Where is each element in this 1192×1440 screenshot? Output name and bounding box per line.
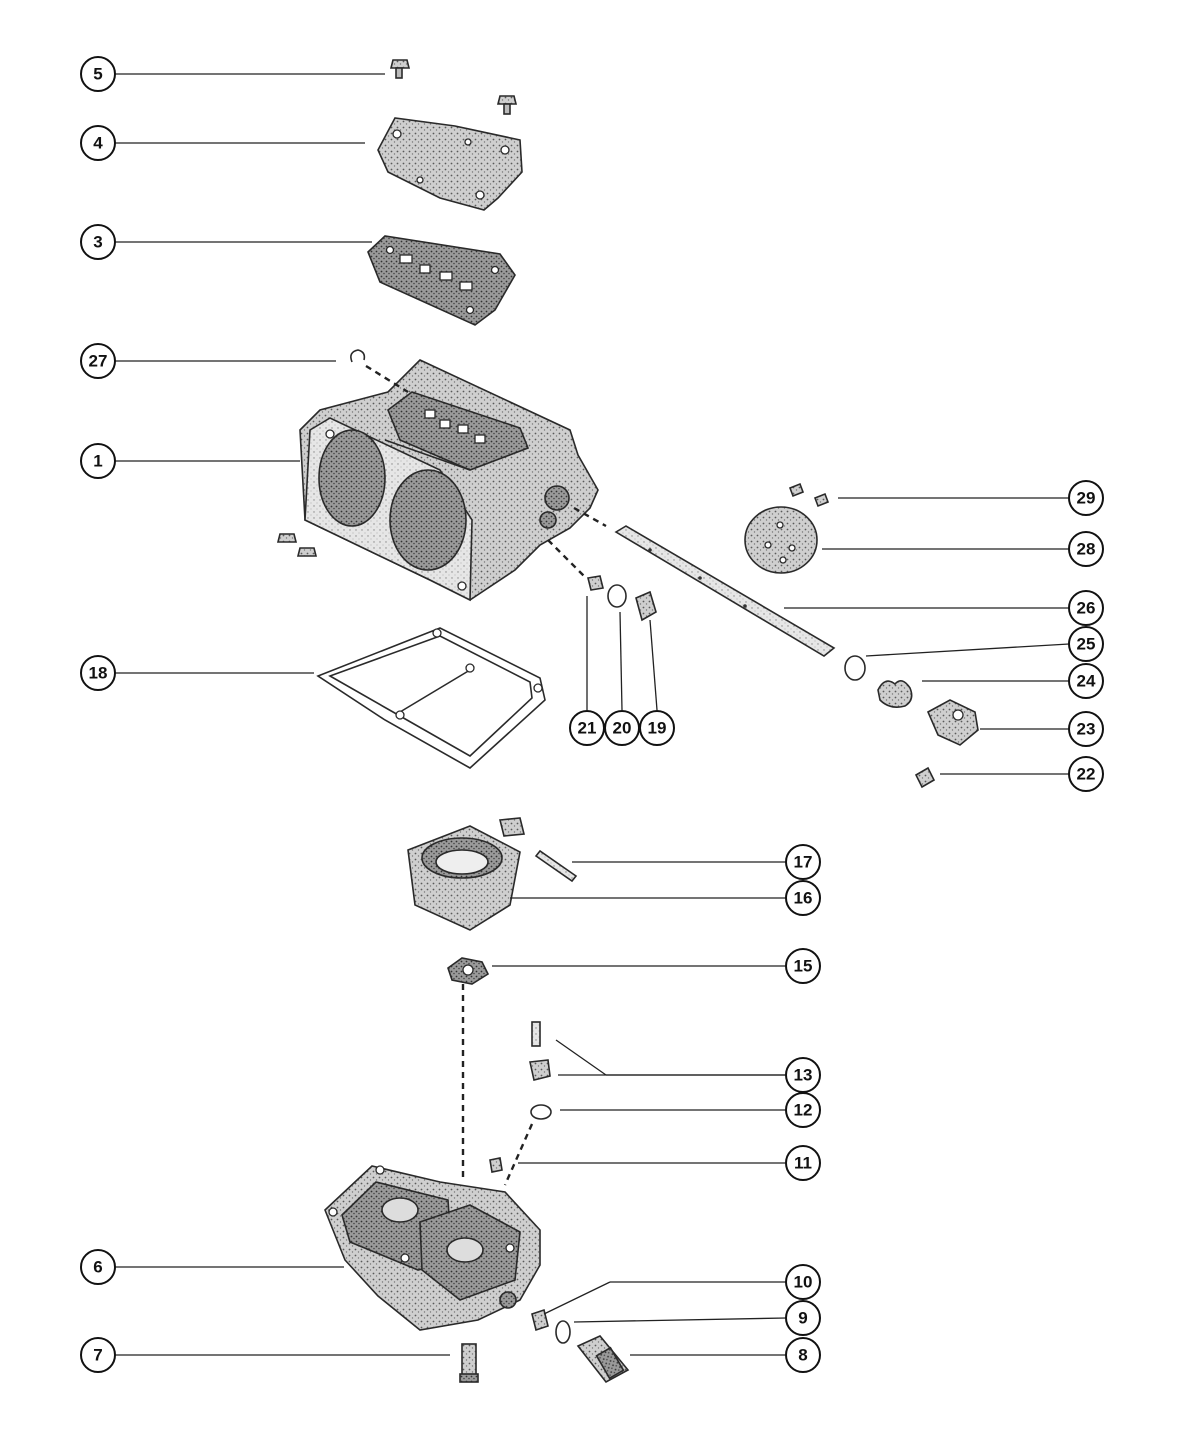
callout-label: 10 [794,1273,813,1292]
part-screw-22 [914,766,936,789]
callout-27: 27 [80,343,116,379]
assembly-dashed-lines [365,364,607,1186]
callout-label: 11 [794,1154,812,1173]
callout-23: 23 [1068,711,1104,747]
part-spring-24 [877,680,913,708]
part-cover-plate [377,117,523,211]
part-throttle-shaft [614,525,836,657]
part-plug-19 [635,590,657,622]
callout-label: 15 [794,957,813,976]
part-screws-29 [788,482,830,508]
callout-label: 13 [794,1066,813,1085]
callout-label: 1 [93,452,102,471]
callout-9: 9 [785,1300,821,1336]
callout-label: 25 [1077,635,1096,654]
callout-4: 4 [80,125,116,161]
part-screw-11 [489,1157,503,1173]
callout-label: 27 [89,352,108,371]
part-fitting-10 [531,1308,549,1332]
part-oring-12 [530,1104,552,1120]
callout-label: 8 [798,1346,807,1365]
callout-25: 25 [1068,626,1104,662]
callout-label: 16 [794,889,813,908]
callout-label: 3 [93,233,102,252]
part-bolt-7 [459,1343,479,1383]
callout-1: 1 [80,443,116,479]
callout-21: 21 [569,710,605,746]
callout-8: 8 [785,1337,821,1373]
callout-11: 11 [785,1145,821,1181]
callout-label: 12 [794,1101,813,1120]
callout-label: 28 [1077,540,1096,559]
callout-label: 22 [1077,765,1096,784]
callout-18: 18 [80,655,116,691]
part-needle-13 [529,1021,551,1081]
callout-12: 12 [785,1092,821,1128]
callout-5: 5 [80,56,116,92]
part-screw-top [389,59,518,115]
part-gasket-lower [316,627,546,769]
part-fitting-21 [587,575,604,591]
callout-label: 18 [89,664,108,683]
leader-lines [115,73,1070,1356]
part-gasket-15 [447,957,490,985]
part-washer-25 [844,655,866,681]
callout-label: 23 [1077,720,1096,739]
callout-6: 6 [80,1249,116,1285]
part-pin-17 [534,849,578,883]
callout-13: 13 [785,1057,821,1093]
part-carburetor-body [299,359,599,602]
callout-22: 22 [1068,756,1104,792]
callout-label: 26 [1077,599,1096,618]
callout-26: 26 [1068,590,1104,626]
callout-label: 6 [93,1258,102,1277]
callout-label: 21 [578,719,597,738]
part-venturi-16 [407,817,526,931]
callout-label: 29 [1077,489,1096,508]
callout-3: 3 [80,224,116,260]
callout-16: 16 [785,880,821,916]
callout-label: 7 [93,1346,102,1365]
callout-24: 24 [1068,663,1104,699]
callout-label: 19 [648,719,667,738]
part-oring-9 [555,1320,571,1344]
callout-label: 24 [1077,672,1096,691]
callout-label: 9 [798,1309,807,1328]
part-lever-23 [926,699,979,746]
part-gasket-upper [367,235,516,326]
callout-label: 5 [93,65,102,84]
callout-label: 20 [613,719,632,738]
callout-29: 29 [1068,480,1104,516]
callout-28: 28 [1068,531,1104,567]
part-oring-20 [607,584,627,608]
callout-15: 15 [785,948,821,984]
callout-10: 10 [785,1264,821,1300]
callout-19: 19 [639,710,675,746]
callout-label: 17 [794,853,813,872]
part-drain-plug-8 [576,1335,630,1384]
part-throttle-plate [744,506,818,574]
callout-label: 4 [93,134,103,153]
callout-7: 7 [80,1337,116,1373]
part-body-screws [276,533,318,557]
callout-17: 17 [785,844,821,880]
callout-20: 20 [604,710,640,746]
part-clip [350,349,366,363]
part-float-bowl [324,1165,541,1331]
